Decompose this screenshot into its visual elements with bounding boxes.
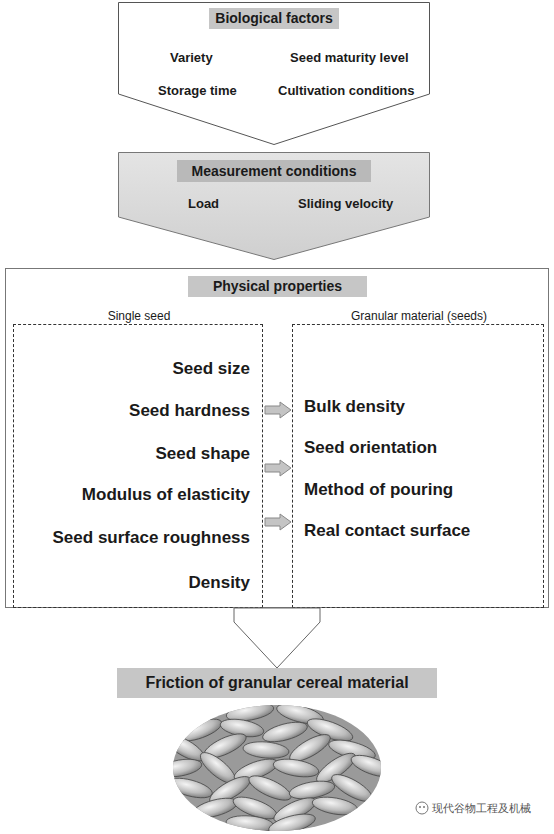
- property-item: Seed size: [14, 359, 250, 379]
- grain: [166, 774, 215, 801]
- pentagon-arrow-box: Measurement conditionsLoad Sliding veloci…: [118, 152, 430, 260]
- grain: [272, 756, 320, 780]
- grain-gap: [170, 700, 385, 834]
- property-item: Bulk density: [304, 397, 405, 417]
- dashed-group-box: Granular material (seeds)Bulk densitySee…: [292, 324, 544, 608]
- factor-item: Storage time: [158, 83, 237, 99]
- condition-item: Load: [188, 196, 219, 212]
- watermark: 现代谷物工程及机械: [432, 801, 531, 816]
- grain: [242, 740, 289, 760]
- condition-item: Sliding velocity: [298, 196, 393, 212]
- property-item: Seed orientation: [304, 438, 437, 458]
- factor-item: Cultivation conditions: [278, 83, 415, 99]
- pentagon-arrow-box: Biological factorsVariety Seed maturity l…: [118, 2, 430, 145]
- property-item: Real contact surface: [304, 521, 470, 541]
- property-item: Density: [14, 573, 250, 593]
- grain: [349, 751, 396, 781]
- result-band: Friction of granular cereal material: [117, 668, 437, 698]
- result-text: Friction of granular cereal material: [117, 668, 437, 698]
- factor-item: Variety: [170, 50, 213, 66]
- watermark-icon-dot: [423, 806, 425, 808]
- dashed-group-box: Single seedSeed sizeSeed hardnessSeed sh…: [13, 324, 263, 608]
- factor-item: Seed maturity level: [290, 50, 409, 66]
- grain: [311, 794, 359, 818]
- block-arrow: [265, 514, 291, 530]
- grain-pile: [157, 700, 395, 834]
- property-item: Seed hardness: [14, 401, 250, 421]
- block-arrow: [234, 608, 320, 668]
- watermark-icon-circle: [416, 802, 428, 814]
- arrow-outline: [119, 3, 430, 145]
- property-item: Method of pouring: [304, 480, 453, 500]
- watermark-icon-dot: [419, 806, 421, 808]
- property-item: Modulus of elasticity: [14, 485, 250, 505]
- property-item: Seed surface roughness: [14, 528, 250, 548]
- block-arrow: [265, 402, 291, 418]
- block-arrow: [265, 460, 291, 476]
- group-heading: Single seed: [14, 309, 264, 323]
- property-item: Seed shape: [14, 444, 250, 464]
- section-header: Physical properties: [188, 276, 367, 297]
- grain: [267, 810, 318, 834]
- section-box: Physical propertiesSingle seedSeed sizeS…: [5, 268, 549, 608]
- grain: [225, 814, 274, 834]
- grain: [157, 756, 203, 779]
- watermark-icon: [416, 802, 428, 814]
- section-header: Biological factors: [209, 8, 339, 29]
- section-header: Measurement conditions: [177, 160, 371, 182]
- arrow-outline: [119, 153, 430, 260]
- group-heading: Granular material (seeds): [293, 309, 545, 323]
- grain: [261, 718, 310, 745]
